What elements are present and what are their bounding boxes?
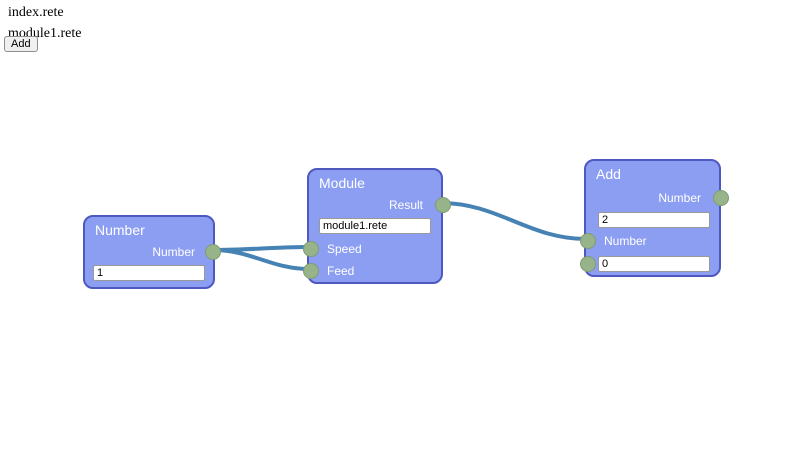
node-add[interactable]: Add Number Number bbox=[580, 159, 729, 277]
node-add-title: Add bbox=[596, 166, 621, 182]
node-add-input1-label: Number bbox=[604, 234, 647, 248]
node-add-output-socket[interactable] bbox=[713, 190, 729, 206]
node-add-input1-socket[interactable] bbox=[580, 233, 596, 249]
node-add-preview-input[interactable] bbox=[598, 212, 710, 228]
node-module-feed-socket[interactable] bbox=[303, 263, 319, 279]
node-module-result-socket[interactable] bbox=[435, 197, 451, 213]
node-module-speed-socket[interactable] bbox=[303, 241, 319, 257]
connection-module-result-to-add-number bbox=[439, 201, 588, 241]
connection-number-to-module-feed bbox=[211, 248, 311, 271]
node-number-title: Number bbox=[95, 222, 145, 238]
node-number-output-socket[interactable] bbox=[205, 244, 221, 260]
node-module-output-label: Result bbox=[388, 198, 423, 212]
node-module-title: Module bbox=[319, 175, 365, 191]
node-number-value-input[interactable] bbox=[93, 265, 205, 281]
node-number-output-label: Number bbox=[152, 245, 195, 259]
module-file-list: index.rete module1.rete bbox=[8, 5, 81, 47]
file-item-index[interactable]: index.rete bbox=[8, 5, 64, 20]
node-number[interactable]: Number Number bbox=[83, 215, 221, 289]
node-module[interactable]: Module Result Speed Feed bbox=[303, 168, 451, 284]
node-add-input2-socket[interactable] bbox=[580, 256, 596, 272]
node-module-input-speed-label: Speed bbox=[327, 242, 362, 256]
node-add-output-label: Number bbox=[658, 191, 701, 205]
node-module-input-feed-label: Feed bbox=[327, 264, 355, 278]
node-module-file-input[interactable] bbox=[319, 218, 431, 234]
add-module-button[interactable]: Add bbox=[4, 36, 38, 52]
node-add-input2-value-input[interactable] bbox=[598, 256, 710, 272]
